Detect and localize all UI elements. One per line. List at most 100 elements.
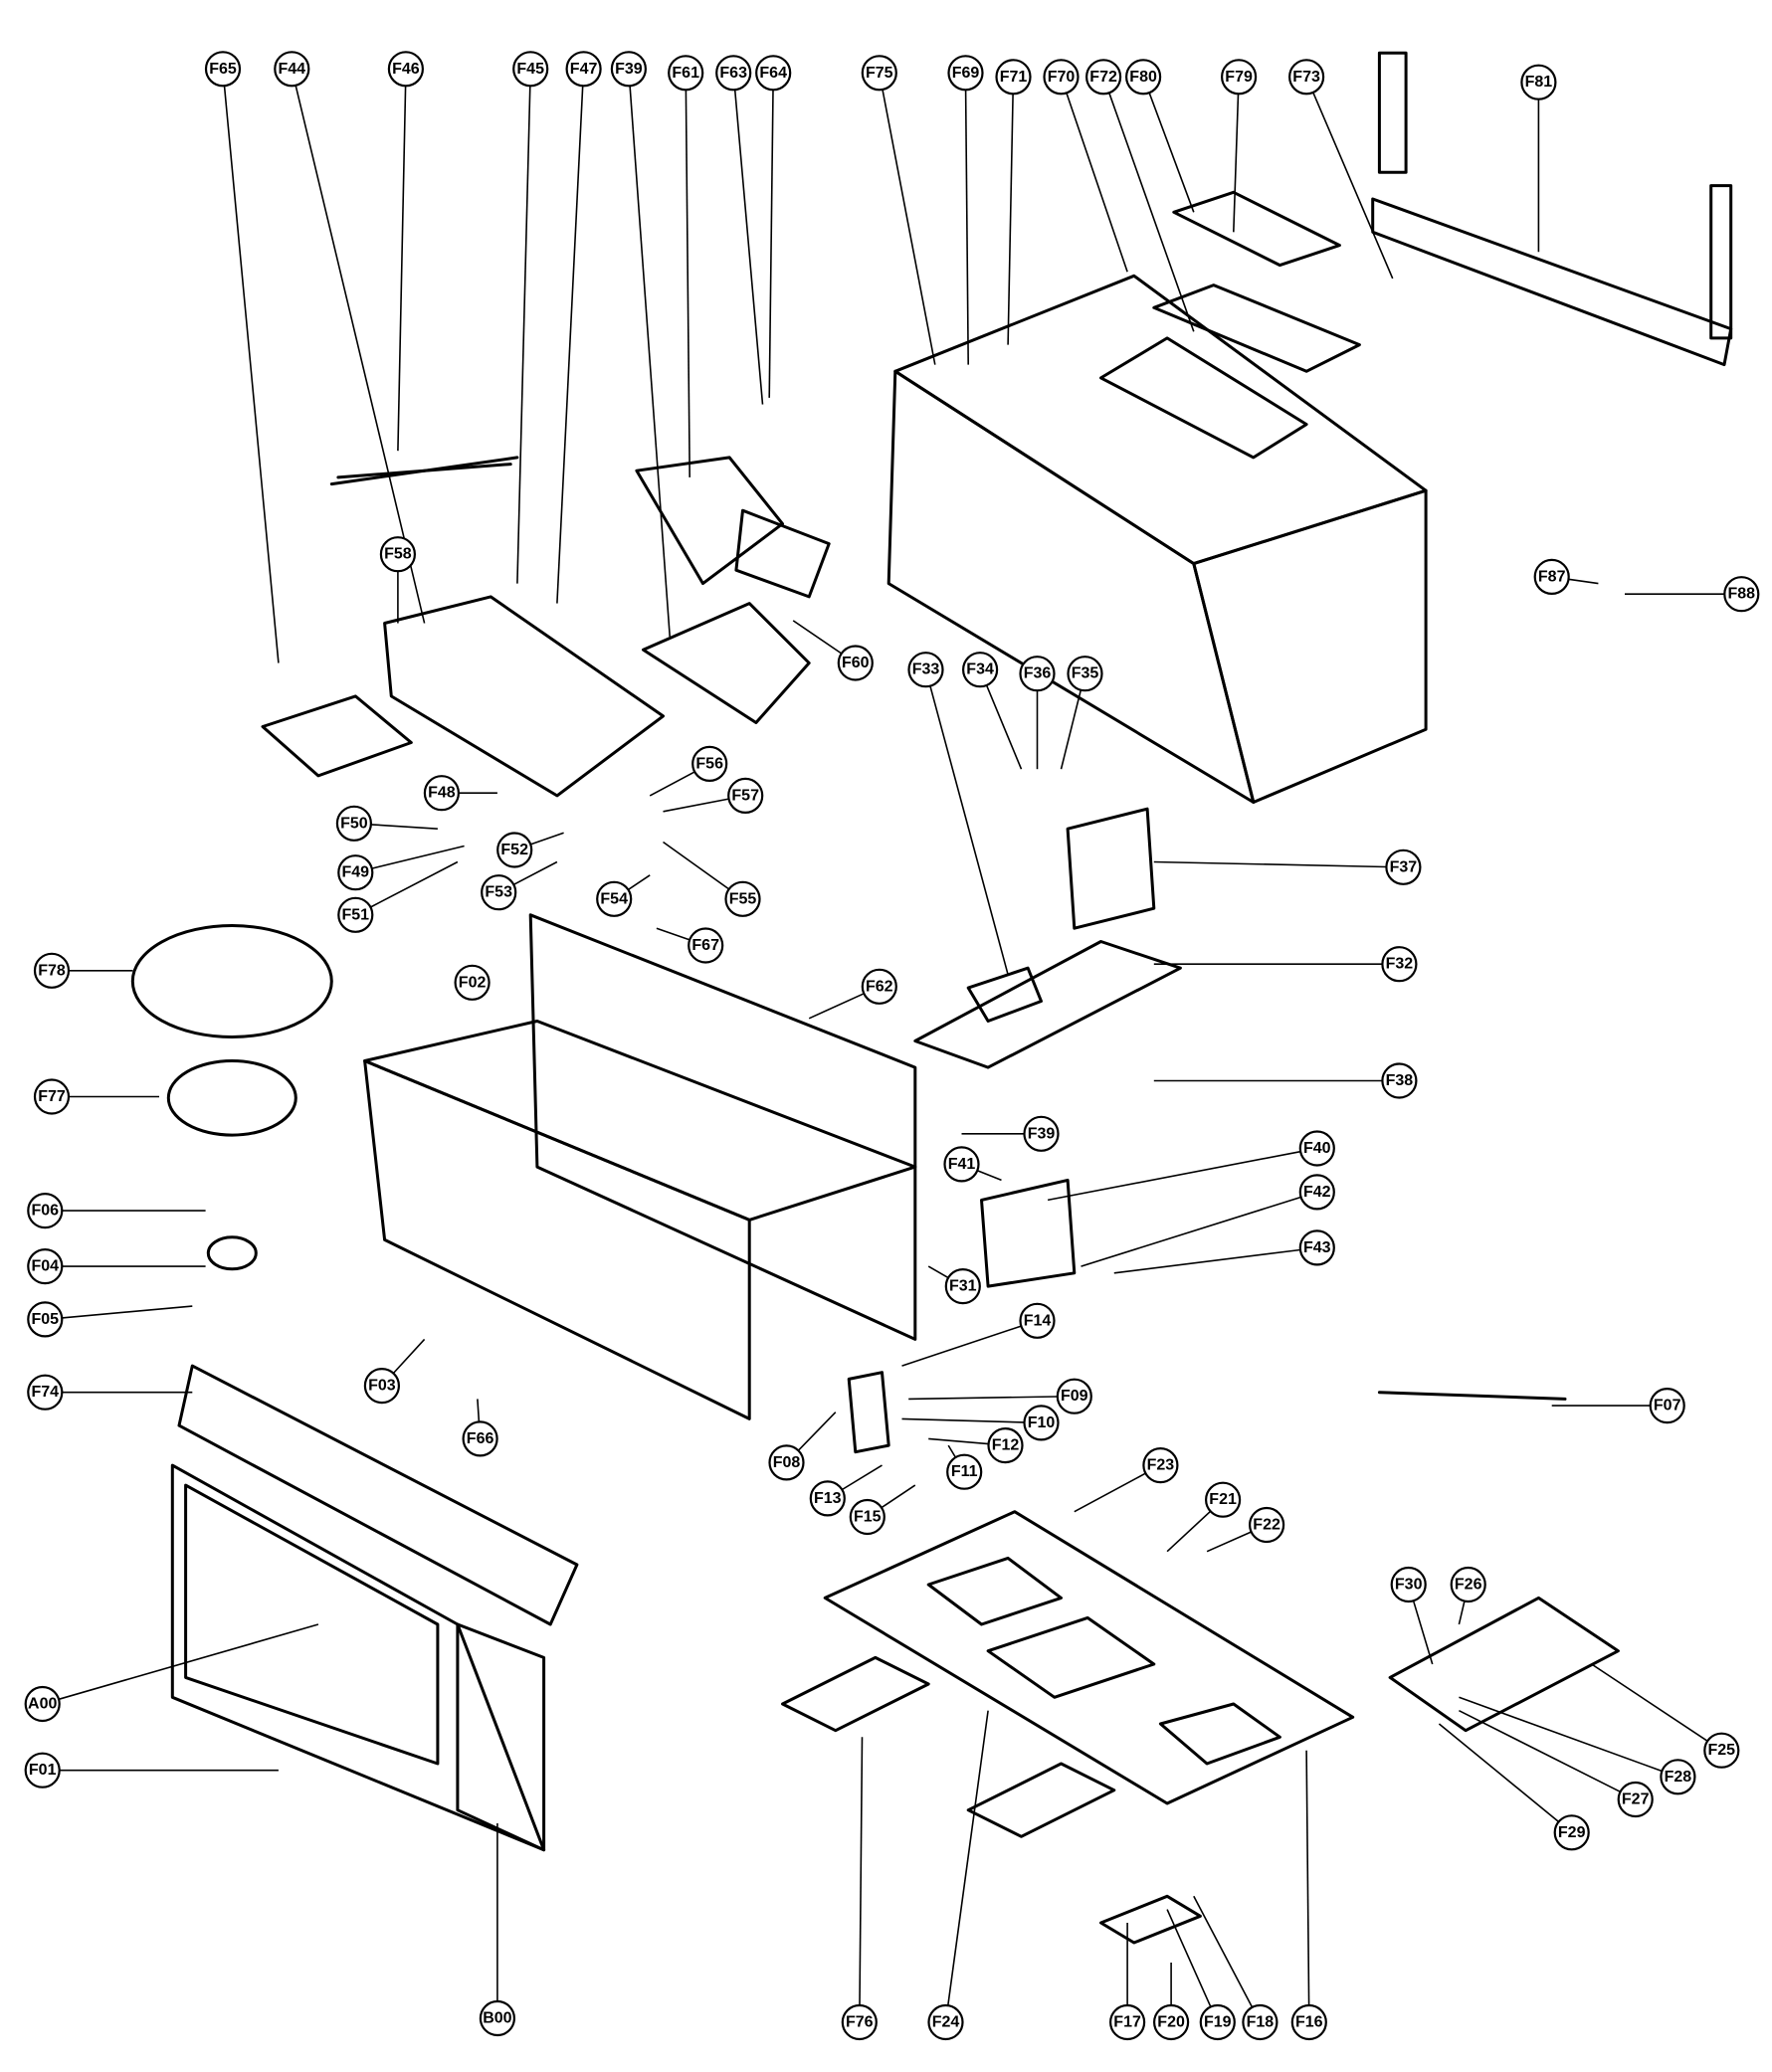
callout-label: F51 [342, 906, 370, 923]
leader-line [1113, 1248, 1300, 1274]
callout-label: F42 [1303, 1184, 1331, 1201]
callout-f66: F66 [462, 1420, 498, 1457]
callout-f39: F39 [1023, 1115, 1060, 1152]
callout-label: F76 [846, 2014, 874, 2031]
leader-lines [58, 85, 1725, 2008]
callout-bubble [512, 51, 549, 88]
callout-bubble [204, 51, 242, 88]
callout-label: F74 [32, 1384, 60, 1401]
callout-bubble [363, 1367, 400, 1405]
callout-bubble [944, 1267, 981, 1305]
callout-label: F46 [392, 61, 420, 78]
callout-bubble [27, 1247, 64, 1285]
callout-label: F20 [1157, 2014, 1185, 2031]
control-panel [456, 1622, 546, 1852]
callout-bubble [668, 55, 704, 92]
door-choke [177, 1364, 579, 1626]
upper-frame [1371, 197, 1733, 367]
callout-label: A00 [28, 1696, 57, 1713]
callout-bubble [1023, 1115, 1060, 1152]
leader-line [1412, 1601, 1434, 1665]
callout-bubble [1723, 576, 1760, 613]
leader-line [882, 89, 936, 365]
callout-bubble [27, 1301, 64, 1338]
callout-bubble [1298, 1174, 1335, 1211]
callout-label: F11 [951, 1463, 978, 1480]
callout-label: F71 [1000, 69, 1028, 86]
callout-f03: F03 [363, 1367, 400, 1405]
callout-bubble [33, 952, 71, 989]
callout-f31: F31 [944, 1267, 981, 1305]
interlock-bracket [847, 1371, 890, 1454]
leader-line [985, 684, 1023, 770]
callout-bubble [565, 51, 602, 88]
callout-label: F52 [500, 842, 528, 858]
callout-label: F33 [912, 661, 940, 678]
callout-label: F66 [467, 1430, 494, 1447]
callout-bubble [423, 775, 460, 812]
callout-bubble [1533, 558, 1570, 596]
callout-bubble [837, 645, 874, 681]
magnetron [980, 1178, 1077, 1288]
callout-f57: F57 [727, 777, 764, 815]
callout-f77: F77 [33, 1078, 71, 1115]
callout-f56: F56 [691, 745, 728, 783]
callout-label: F14 [1024, 1312, 1052, 1329]
callout-f15: F15 [849, 1498, 886, 1536]
callout-label: F88 [1728, 586, 1756, 603]
callout-label: F15 [854, 1509, 882, 1526]
leader-line [947, 1444, 957, 1458]
outer-case-side [886, 369, 1256, 804]
callout-f61: F61 [668, 55, 704, 92]
leader-line [1166, 1909, 1212, 2007]
leader-line [477, 1399, 481, 1422]
callout-label: F64 [759, 65, 787, 82]
callout-f27: F27 [1617, 1781, 1654, 1818]
leader-line [295, 85, 426, 624]
leader-line [1108, 93, 1195, 332]
leader-line [516, 86, 531, 584]
callout-bubble [454, 964, 491, 1001]
callout-f73: F73 [1287, 59, 1325, 95]
callout-f14: F14 [1019, 1302, 1056, 1339]
leader-line [797, 1412, 837, 1451]
leader-line [1166, 1510, 1212, 1553]
leader-line [929, 685, 1009, 976]
callout-bubble [33, 1078, 71, 1115]
callout-bubble [1248, 1506, 1285, 1544]
callout-bubble [861, 55, 897, 92]
callout-f26: F26 [1450, 1566, 1486, 1603]
callout-label: F73 [1292, 69, 1320, 86]
callout-label: F23 [1147, 1457, 1175, 1474]
callout-label: F32 [1386, 956, 1414, 973]
leader-line [1066, 93, 1128, 273]
callout-f35: F35 [1067, 656, 1103, 692]
callout-f04: F04 [27, 1247, 64, 1285]
callout-bubble [691, 745, 728, 783]
callout-label: F22 [1253, 1517, 1280, 1534]
fan-bracket [642, 602, 811, 724]
vent-gasket [1099, 336, 1308, 460]
leader-line [62, 1305, 193, 1319]
outer-case-front [1192, 488, 1428, 804]
callout-bubble [987, 1426, 1024, 1464]
callout-f63: F63 [715, 55, 752, 92]
callout-label: F62 [866, 978, 893, 995]
callout-f13: F13 [809, 1480, 846, 1517]
cavity-left [363, 1059, 751, 1420]
callout-b00: B00 [479, 1999, 515, 2037]
callout-f36: F36 [1019, 656, 1056, 692]
callout-f72: F72 [1084, 59, 1122, 95]
callout-label: F80 [1129, 69, 1157, 86]
grease-filter [966, 1762, 1116, 1838]
callout-bubble [1220, 59, 1258, 95]
outer-case-top [893, 274, 1428, 566]
callout-bubble [1108, 2003, 1146, 2041]
callout-f58: F58 [379, 536, 416, 573]
vent-cover [1172, 190, 1341, 268]
callout-bubble [1023, 1405, 1060, 1441]
callout-bubble [335, 805, 372, 842]
callout-bubble [610, 51, 648, 88]
callout-f81: F81 [1520, 64, 1557, 100]
callout-bubble [1043, 59, 1080, 95]
